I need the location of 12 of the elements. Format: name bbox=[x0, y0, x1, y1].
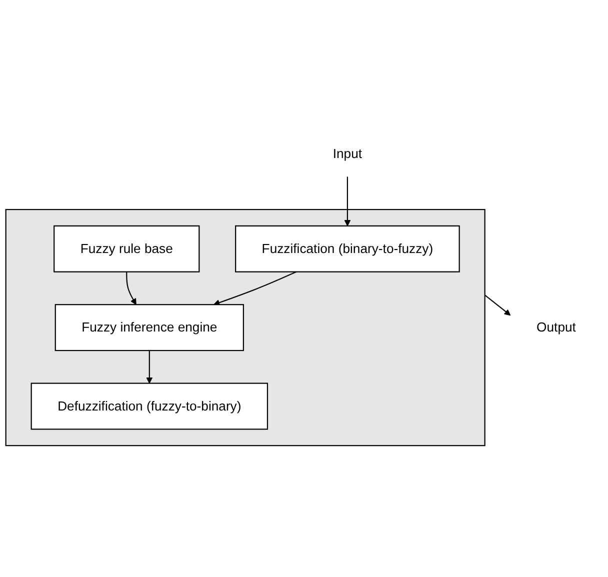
arrow bbox=[126, 272, 136, 306]
node-box: Fuzzification (binary-to-fuzzy) bbox=[235, 226, 460, 273]
node-box: Fuzzy rule base bbox=[54, 226, 200, 273]
arrow bbox=[214, 272, 297, 306]
cluster bbox=[5, 209, 486, 446]
arrow bbox=[146, 350, 153, 384]
arrow bbox=[484, 294, 511, 316]
node-box: Defuzzification (fuzzy-to-binary) bbox=[30, 383, 268, 430]
node-text: Output bbox=[536, 320, 576, 335]
node-text: Input bbox=[332, 146, 362, 161]
arrow bbox=[344, 177, 351, 226]
node-box: Fuzzy inference engine bbox=[54, 304, 244, 352]
